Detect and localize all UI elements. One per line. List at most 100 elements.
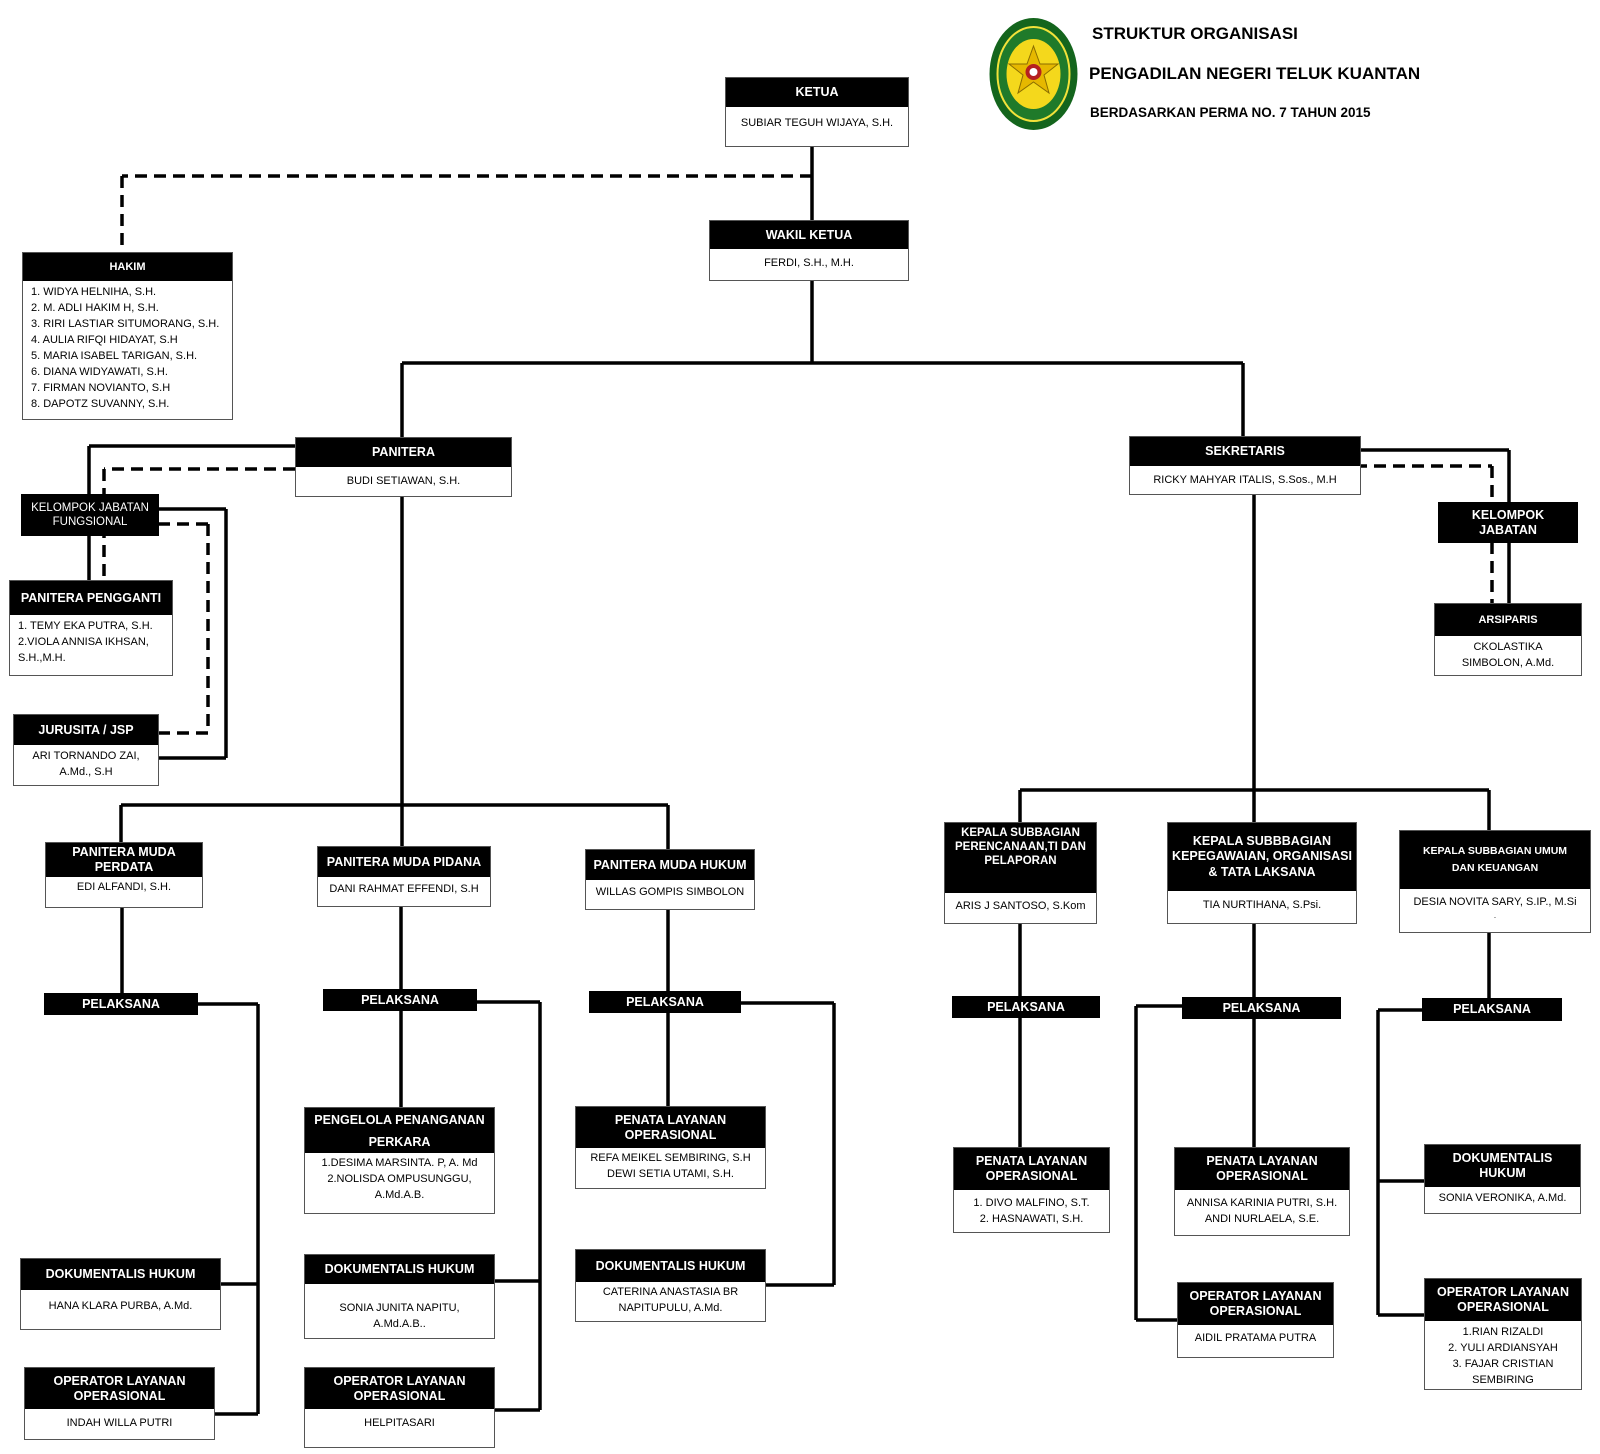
kasubag-kepegawaian-title: KEPALA SUBBBAGIAN KEPEGAWAIAN, ORGANISAS… (1168, 823, 1356, 891)
pengelola-perkara-member: 1.DESIMA MARSINTA. P, A. Md (321, 1157, 478, 1169)
panitera-pengganti-title: PANITERA PENGGANTI (10, 581, 172, 615)
kelompok-jabatan-title: KELOMPOK JABATAN (1438, 502, 1578, 543)
dokumentalis-pidana-title: DOKUMENTALIS HUKUM (305, 1255, 494, 1284)
panitera-pengganti-member: S.H.,M.H. (18, 652, 66, 664)
hakim-member: 4. AULIA RIFQI HIDAYAT, S.H (31, 334, 178, 346)
sekretaris-box: SEKRETARIS RICKY MAHYAR ITALIS, S.Sos., … (1129, 436, 1361, 495)
hakim-member: 2. M. ADLI HAKIM H, S.H. (31, 302, 159, 314)
sekretaris-name: RICKY MAHYAR ITALIS, S.Sos., M.H (1153, 474, 1337, 486)
ketua-name: SUBIAR TEGUH WIJAYA, S.H. (740, 117, 894, 129)
sekretaris-title: SEKRETARIS (1130, 437, 1360, 466)
panitera-muda-perdata-name: EDI ALFANDI, S.H. (76, 881, 172, 893)
hakim-member: 7. FIRMAN NOVIANTO, S.H (31, 382, 171, 394)
hakim-box: HAKIM 1. WIDYA HELNIHA, S.H. 2. M. ADLI … (22, 252, 233, 420)
operator-kepegawaian-box: OPERATOR LAYANAN OPERASIONAL AIDIL PRATA… (1177, 1282, 1334, 1358)
hakim-member: 1. WIDYA HELNIHA, S.H. (31, 286, 157, 298)
kasubag-perencanaan-title: KEPALA SUBBAGIAN PERENCANAAN,TI DAN PELA… (945, 823, 1096, 893)
penata-kepegawaian-title: PENATA LAYANAN OPERASIONAL (1175, 1148, 1349, 1190)
operator-umum-member: 1.RIAN RIZALDI (1462, 1326, 1544, 1338)
penata-perencanaan-box: PENATA LAYANAN OPERASIONAL 1. DIVO MALFI… (953, 1147, 1110, 1233)
operator-perdata-box: OPERATOR LAYANAN OPERASIONAL INDAH WILLA… (24, 1367, 215, 1440)
pelaksana-hukum-label: PELAKSANA (589, 991, 741, 1013)
panitera-pengganti-box: PANITERA PENGGANTI 1. TEMY EKA PUTRA, S.… (9, 580, 173, 676)
pengelola-perkara-box: PENGELOLA PENANGANAN PERKARA 1.DESIMA MA… (304, 1107, 495, 1214)
dokumentalis-umum-box: DOKUMENTALIS HUKUM SONIA VERONIKA, A.Md. (1424, 1144, 1581, 1214)
panitera-muda-hukum-box: PANITERA MUDA HUKUM WILLAS GOMPIS SIMBOL… (585, 849, 755, 910)
panitera-muda-hukum-name: WILLAS GOMPIS SIMBOLON (595, 886, 745, 898)
jurusita-member: ARI TORNANDO ZAI, (32, 750, 140, 762)
pelaksana-kepegawaian-label: PELAKSANA (1182, 997, 1341, 1019)
panitera-muda-pidana-title: PANITERA MUDA PIDANA (318, 847, 490, 877)
operator-pidana-box: OPERATOR LAYANAN OPERASIONAL HELPITASARI (304, 1367, 495, 1448)
ketua-box: KETUA SUBIAR TEGUH WIJAYA, S.H. (725, 77, 909, 147)
operator-pidana-name: HELPITASARI (364, 1417, 435, 1429)
arsiparis-member: SIMBOLON, A.Md. (1461, 657, 1555, 669)
hakim-member: 6. DIANA WIDYAWATI, S.H. (31, 366, 168, 378)
kasubag-umum-box: KEPALA SUBBAGIAN UMUM DAN KEUANGAN DESIA… (1399, 830, 1591, 933)
pelaksana-perdata-label: PELAKSANA (44, 993, 198, 1015)
arsiparis-box: ARSIPARIS CKOLASTIKA SIMBOLON, A.Md. (1434, 603, 1582, 676)
penata-kepegawaian-box: PENATA LAYANAN OPERASIONAL ANNISA KARINI… (1174, 1147, 1350, 1236)
operator-umum-member: 2. YULI ARDIANSYAH (1448, 1342, 1558, 1354)
jurusita-title: JURUSITA / JSP (14, 715, 158, 745)
penata-hukum-member: REFA MEIKEL SEMBIRING, S.H (590, 1152, 751, 1164)
operator-kepegawaian-name: AIDIL PRATAMA PUTRA (1194, 1332, 1317, 1344)
kelompok-jabatan-fungsional-title: KELOMPOK JABATAN FUNGSIONAL (21, 494, 159, 536)
dokumentalis-perdata-name: HANA KLARA PURBA, A.Md. (48, 1300, 193, 1312)
arsiparis-member: CKOLASTIKA (1473, 641, 1543, 653)
panitera-box: PANITERA BUDI SETIAWAN, S.H. (295, 437, 512, 497)
operator-umum-title: OPERATOR LAYANAN OPERASIONAL (1425, 1279, 1581, 1321)
panitera-muda-perdata-box: PANITERA MUDA PERDATA EDI ALFANDI, S.H. (45, 842, 203, 908)
hakim-member: 3. RIRI LASTIAR SITUMORANG, S.H. (31, 318, 220, 330)
kasubag-kepegawaian-box: KEPALA SUBBBAGIAN KEPEGAWAIAN, ORGANISAS… (1167, 822, 1357, 924)
dokumentalis-hukum-box: DOKUMENTALIS HUKUM CATERINA ANASTASIA BR… (575, 1249, 766, 1322)
hakim-title: HAKIM (23, 253, 232, 281)
dokumentalis-perdata-title: DOKUMENTALIS HUKUM (21, 1259, 220, 1290)
operator-kepegawaian-title: OPERATOR LAYANAN OPERASIONAL (1178, 1283, 1333, 1325)
kelompok-jabatan-box: KELOMPOK JABATAN (1438, 502, 1578, 543)
jurusita-member: A.Md., S.H (59, 766, 113, 778)
kasubag-umum-name: DESIA NOVITA SARY, S.IP., M.Si (1413, 896, 1577, 908)
operator-pidana-title: OPERATOR LAYANAN OPERASIONAL (305, 1368, 494, 1409)
hakim-member: 5. MARIA ISABEL TARIGAN, S.H. (31, 350, 198, 362)
operator-umum-member: 3. FAJAR CRISTIAN (1452, 1358, 1554, 1370)
penata-perencanaan-member: 1. DIVO MALFINO, S.T. (973, 1197, 1090, 1209)
dokumentalis-hukum-member: CATERINA ANASTASIA BR (602, 1286, 739, 1298)
penata-hukum-title: PENATA LAYANAN OPERASIONAL (576, 1107, 765, 1148)
dokumentalis-pidana-member: SONIA JUNITA NAPITU, (339, 1302, 460, 1314)
wakil-ketua-title: WAKIL KETUA (710, 221, 908, 249)
panitera-pengganti-member: 2.VIOLA ANNISA IKHSAN, (18, 636, 149, 648)
operator-perdata-title: OPERATOR LAYANAN OPERASIONAL (25, 1368, 214, 1409)
court-name: PENGADILAN NEGERI TELUK KUANTAN (1089, 64, 1421, 83)
operator-umum-box: OPERATOR LAYANAN OPERASIONAL 1.RIAN RIZA… (1424, 1278, 1582, 1390)
dokumentalis-hukum-member: NAPITUPULU, A.Md. (618, 1302, 723, 1314)
dokumentalis-pidana-member: A.Md.A.B.. (373, 1318, 426, 1330)
penata-hukum-member: DEWI SETIA UTAMI, S.H. (607, 1168, 734, 1180)
regulation-basis: BERDASARKAN PERMA NO. 7 TAHUN 2015 (1090, 105, 1371, 120)
panitera-name: BUDI SETIAWAN, S.H. (346, 475, 461, 487)
penata-perencanaan-title: PENATA LAYANAN OPERASIONAL (954, 1148, 1109, 1190)
arsiparis-title: ARSIPARIS (1435, 604, 1581, 636)
dokumentalis-umum-title: DOKUMENTALIS HUKUM (1425, 1145, 1580, 1187)
penata-kepegawaian-member: ANNISA KARINIA PUTRI, S.H. (1186, 1197, 1338, 1209)
pengelola-perkara-member: 2.NOLISDA OMPUSUNGGU, (327, 1173, 472, 1185)
panitera-muda-perdata-title: PANITERA MUDA PERDATA (46, 843, 202, 877)
panitera-title: PANITERA (296, 438, 511, 467)
penata-hukum-box: PENATA LAYANAN OPERASIONAL REFA MEIKEL S… (575, 1106, 766, 1189)
panitera-pengganti-member: 1. TEMY EKA PUTRA, S.H. (18, 620, 153, 632)
pelaksana-perencanaan-label: PELAKSANA (952, 996, 1100, 1018)
ketua-title: KETUA (726, 78, 908, 107)
wakil-ketua-name: FERDI, S.H., M.H. (764, 257, 854, 269)
chart-title: STRUKTUR ORGANISASI (1092, 24, 1298, 43)
kasubag-perencanaan-box: KEPALA SUBBAGIAN PERENCANAAN,TI DAN PELA… (944, 822, 1097, 924)
kasubag-umum-note: . (1493, 911, 1497, 920)
dokumentalis-umum-name: SONIA VERONIKA, A.Md. (1438, 1192, 1567, 1204)
penata-kepegawaian-member: ANDI NURLAELA, S.E. (1204, 1213, 1320, 1225)
jurusita-box: JURUSITA / JSP ARI TORNANDO ZAI, A.Md., … (13, 714, 159, 786)
panitera-muda-pidana-box: PANITERA MUDA PIDANA DANI RAHMAT EFFENDI… (317, 846, 491, 907)
kasubag-perencanaan-name: ARIS J SANTOSO, S.Kom (955, 900, 1086, 912)
dokumentalis-hukum-title: DOKUMENTALIS HUKUM (576, 1250, 765, 1282)
pengelola-perkara-title: PENGELOLA PENANGANAN PERKARA (305, 1108, 494, 1153)
dokumentalis-pidana-box: DOKUMENTALIS HUKUM SONIA JUNITA NAPITU, … (304, 1254, 495, 1339)
